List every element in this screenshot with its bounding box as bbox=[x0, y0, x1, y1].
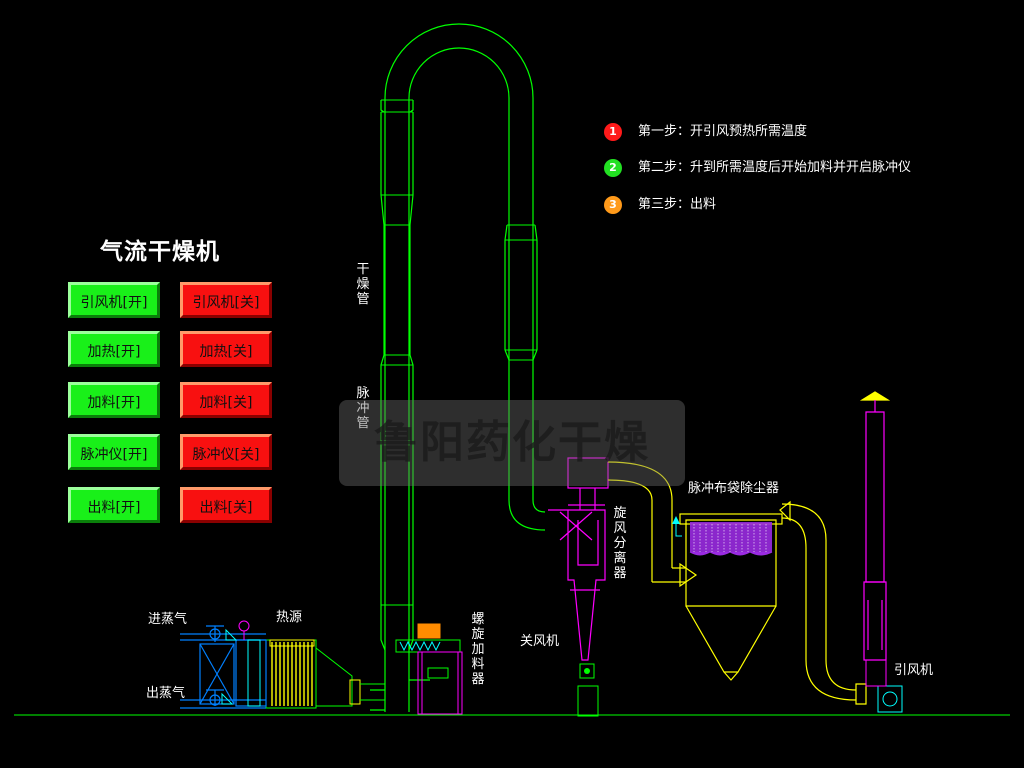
pulse-tube-label: 脉冲管 bbox=[356, 386, 370, 431]
dry-tube-bands bbox=[381, 99, 537, 606]
step-2: 2 第二步：升到所需温度后开始加料并开启脉冲仪 bbox=[604, 158, 911, 178]
steam-out-label: 出蒸气 bbox=[146, 686, 186, 701]
screw-feeder bbox=[395, 623, 463, 715]
step-1-badge: 1 bbox=[604, 122, 622, 141]
dry-tube bbox=[370, 23, 546, 712]
page-title: 气流干燥机 bbox=[100, 239, 220, 265]
discharge-on-button[interactable]: 出料[开] bbox=[68, 487, 160, 523]
feed-off-button[interactable]: 加料[关] bbox=[180, 382, 272, 418]
filter-bags bbox=[672, 516, 773, 556]
heat-source-label: 热源 bbox=[276, 610, 303, 625]
fan-label: 引风机 bbox=[894, 663, 934, 678]
airlock-label: 关风机 bbox=[520, 634, 560, 649]
watermark: 鲁阳药化干燥 bbox=[339, 400, 685, 486]
step-2-text: 第二步：升到所需温度后开始加料并开启脉冲仪 bbox=[638, 160, 912, 175]
duct-cyclone-filter bbox=[607, 461, 698, 588]
step-2-badge: 2 bbox=[604, 158, 622, 177]
fan-on-button[interactable]: 引风机[开] bbox=[68, 282, 160, 318]
step-3-text: 第三步：出料 bbox=[638, 197, 717, 212]
discharge-off-button[interactable]: 出料[关] bbox=[180, 487, 272, 523]
step-3-badge: 3 bbox=[604, 195, 622, 214]
watermark-text: 鲁阳药化干燥 bbox=[374, 417, 650, 468]
screw-feeder-label: 螺旋加料器 bbox=[471, 612, 485, 687]
exhaust-stack bbox=[859, 391, 891, 661]
step-1: 1 第一步：开引风预热所需温度 bbox=[604, 122, 807, 142]
pulse-off-button[interactable]: 脉冲仪[关] bbox=[180, 434, 272, 470]
step-1-text: 第一步：开引风预热所需温度 bbox=[638, 124, 808, 139]
duct-filter-fan bbox=[779, 500, 867, 705]
induced-fan bbox=[865, 659, 903, 713]
steam-valves bbox=[221, 628, 261, 707]
fan-off-button[interactable]: 引风机[关] bbox=[180, 282, 272, 318]
pulse-on-button[interactable]: 脉冲仪[开] bbox=[68, 434, 160, 470]
feed-on-button[interactable]: 加料[开] bbox=[68, 382, 160, 418]
heat-off-button[interactable]: 加热[关] bbox=[180, 331, 272, 367]
bag-filter-label: 脉冲布袋除尘器 bbox=[688, 481, 780, 496]
heat-source bbox=[265, 639, 385, 709]
airlock-valve bbox=[577, 663, 599, 717]
pressure-gauge-icon bbox=[238, 620, 250, 632]
step-3: 3 第三步：出料 bbox=[604, 195, 716, 215]
cyclone-separator bbox=[548, 457, 609, 661]
heat-on-button[interactable]: 加热[开] bbox=[68, 331, 160, 367]
cyclone-label: 旋风分离器 bbox=[613, 506, 627, 581]
dry-tube-label: 干燥管 bbox=[356, 262, 370, 307]
steam-in-label: 进蒸气 bbox=[148, 612, 188, 627]
